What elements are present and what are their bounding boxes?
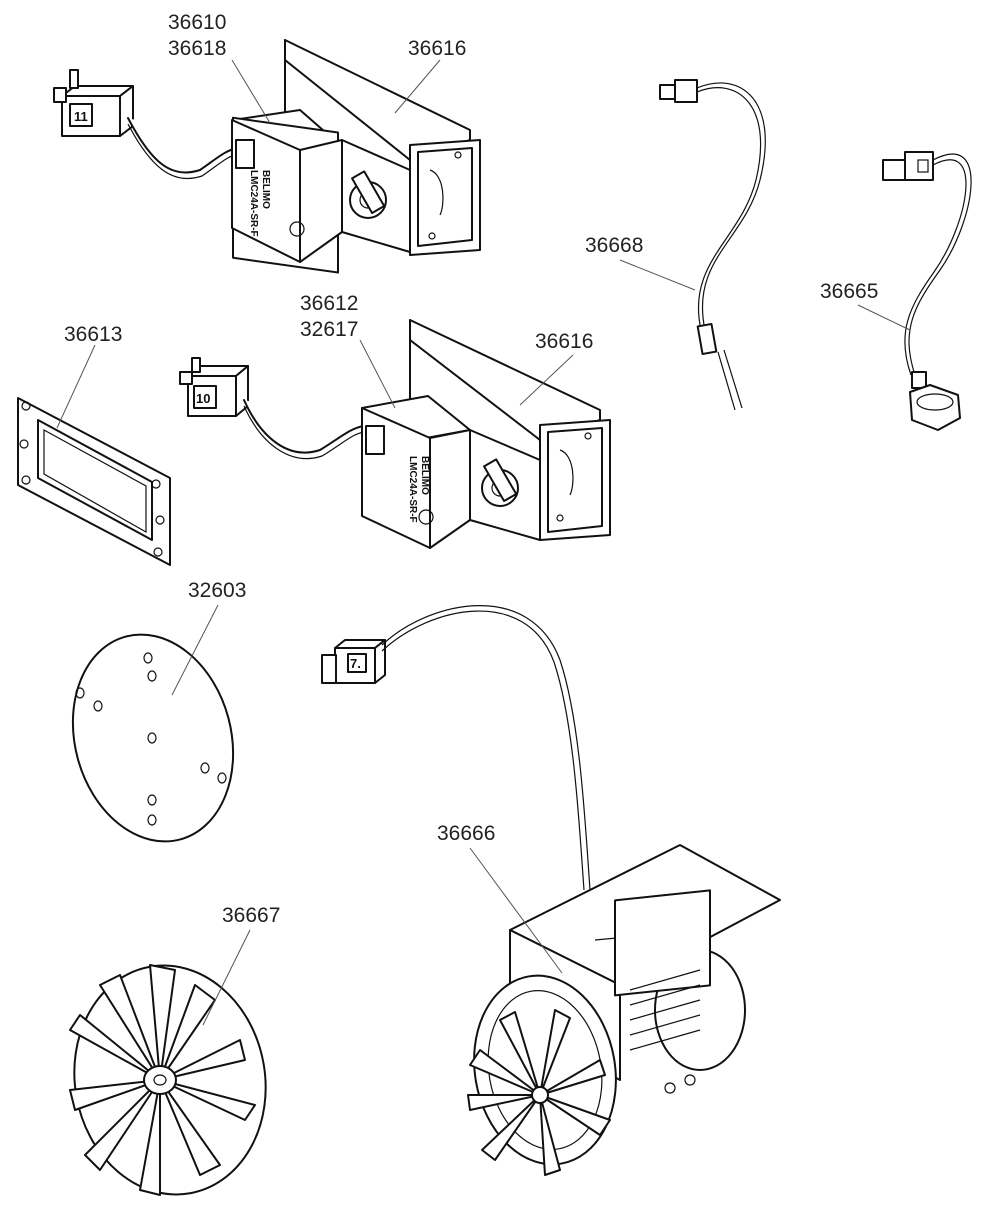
gasket-36613 (17, 397, 171, 566)
callout-36613: 36613 (64, 323, 122, 346)
temperature-sensor-36668 (659, 79, 766, 411)
fan-motor-unit-36666: 7. (321, 605, 781, 1176)
connector-plug-fan: 7. (321, 639, 386, 684)
actuator-brand-mid: BELIMO (419, 456, 430, 495)
callout-36610: 36610 (168, 11, 226, 34)
callout-32617: 32617 (300, 318, 358, 341)
callout-32603: 32603 (188, 579, 246, 602)
actuator-brand-top: BELIMO (260, 170, 271, 209)
callout-36618: 36618 (168, 37, 226, 60)
actuator-model-top: LMC24A-SR-F (248, 170, 259, 237)
connector-number-fan: 7. (350, 656, 361, 671)
connector-plug-mid: 10 (179, 357, 249, 417)
damper-actuator-mid: 10 BELIMO LMC24A-SR-F (179, 319, 611, 549)
callout-36668: 36668 (585, 234, 643, 257)
callout-36616-top: 36616 (408, 37, 466, 60)
connector-number-top: 11 (74, 109, 88, 124)
callout-36616-mid: 36616 (535, 330, 593, 353)
damper-actuator-top: 11 BELIMO LMC24A-SR-F (53, 39, 481, 274)
impeller-36667 (69, 964, 267, 1196)
callout-36612: 36612 (300, 292, 358, 315)
actuator-model-mid: LMC24A-SR-F (407, 456, 418, 523)
connector-plug-top: 11 (53, 69, 134, 137)
actuator-box-mid: BELIMO LMC24A-SR-F (361, 395, 541, 549)
callout-36665: 36665 (820, 280, 878, 303)
actuator-box-top: BELIMO LMC24A-SR-F (231, 109, 411, 274)
callout-36666: 36666 (437, 822, 495, 845)
disc-plate-32603 (71, 633, 235, 843)
callout-36667: 36667 (222, 904, 280, 927)
connector-number-mid: 10 (196, 391, 210, 406)
pressure-sensor-36665 (882, 151, 972, 431)
leader-lines (56, 59, 911, 1026)
callout-labels: 36610 36618 36616 36668 36665 36613 3661… (64, 11, 878, 927)
